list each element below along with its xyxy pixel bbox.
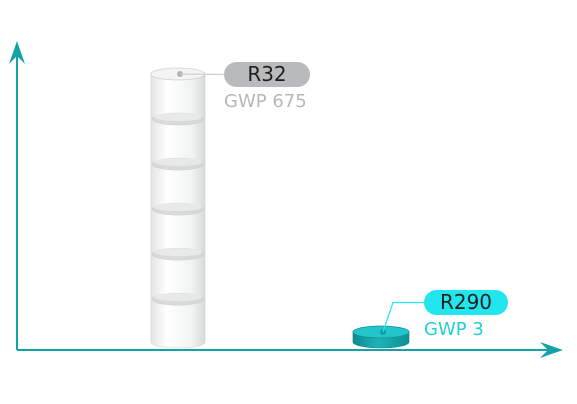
category-label-r32: R32 bbox=[247, 62, 286, 86]
bar-segment-highlight bbox=[154, 293, 202, 302]
value-label-r290: GWP 3 bbox=[424, 319, 484, 340]
y-axis-arrowhead bbox=[9, 41, 25, 64]
leader-line bbox=[179, 73, 225, 76]
x-axis-arrowhead bbox=[540, 342, 563, 358]
leader-line bbox=[382, 301, 424, 333]
bar-segment-highlight bbox=[154, 158, 202, 167]
bar-segment-highlight bbox=[154, 203, 202, 212]
value-label-r32: GWP 675 bbox=[224, 91, 307, 112]
category-label-pill bbox=[224, 62, 310, 87]
category-label-pill bbox=[424, 290, 508, 315]
category-label-r290: R290 bbox=[440, 290, 492, 314]
bar-segment-highlight bbox=[154, 113, 202, 122]
bar-segment-highlight bbox=[154, 248, 202, 257]
